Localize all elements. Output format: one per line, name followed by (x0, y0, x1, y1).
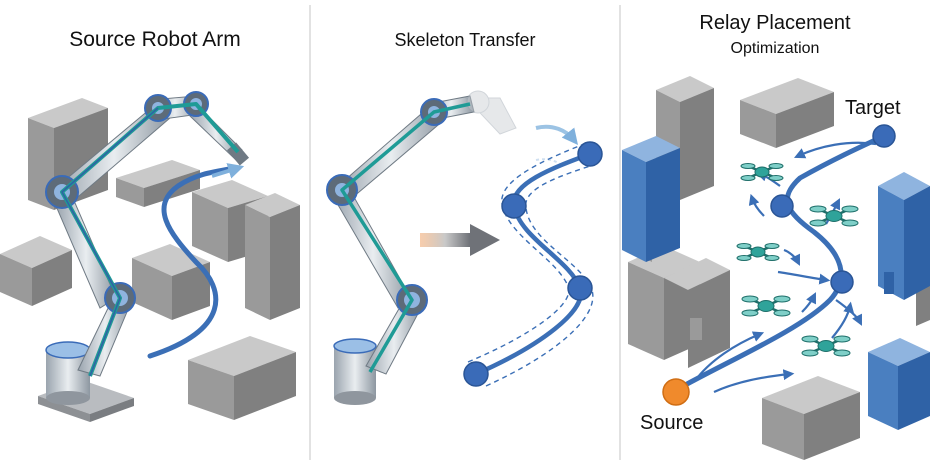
building (628, 246, 730, 368)
panel-title-optimization: Optimization (730, 40, 820, 57)
arrow-icon (693, 141, 877, 393)
building (878, 172, 930, 300)
target-label: Target (845, 97, 901, 119)
robot-arm-icon (326, 90, 517, 405)
panel-relay-placement (622, 76, 930, 460)
arrow-icon (211, 163, 245, 179)
skeleton-node (463, 361, 489, 387)
trajectory-path (147, 165, 239, 359)
skeleton-node (501, 193, 527, 219)
building (762, 376, 860, 460)
panel-title-source-robot-arm: Source Robot Arm (69, 28, 241, 51)
relay-node (770, 194, 794, 218)
relay-node (830, 270, 854, 294)
drone-icon (801, 335, 851, 357)
relay-path (673, 133, 887, 393)
building (868, 338, 930, 430)
drone-icon (809, 205, 859, 227)
robot-arm-icon (38, 91, 250, 422)
source-label: Source (640, 412, 704, 434)
obstacle-box (0, 236, 72, 306)
building (740, 78, 834, 148)
panel-source-robot-arm (0, 91, 300, 422)
drone-icon (741, 295, 791, 317)
panel-title-relay-placement: Relay Placement (699, 12, 851, 34)
arrow-icon (535, 124, 579, 145)
drone-icon (736, 243, 780, 261)
skeleton-node (567, 275, 593, 301)
obstacle-box (245, 193, 300, 320)
panel-title-skeleton-transfer: Skeleton Transfer (394, 30, 536, 50)
source-node (662, 378, 690, 406)
obstacle-box (132, 244, 210, 320)
arrow-icon (420, 224, 500, 256)
building (622, 136, 680, 262)
drone-icon (740, 163, 784, 181)
skeleton-curve (473, 151, 593, 377)
obstacle-box (116, 160, 200, 207)
obstacle-box (188, 336, 296, 420)
skeleton-curve-offset (467, 143, 585, 363)
skeleton-curve-offset (485, 163, 597, 387)
panel-skeleton-transfer (326, 90, 603, 405)
target-node (872, 124, 896, 148)
skeleton-node (577, 141, 603, 167)
